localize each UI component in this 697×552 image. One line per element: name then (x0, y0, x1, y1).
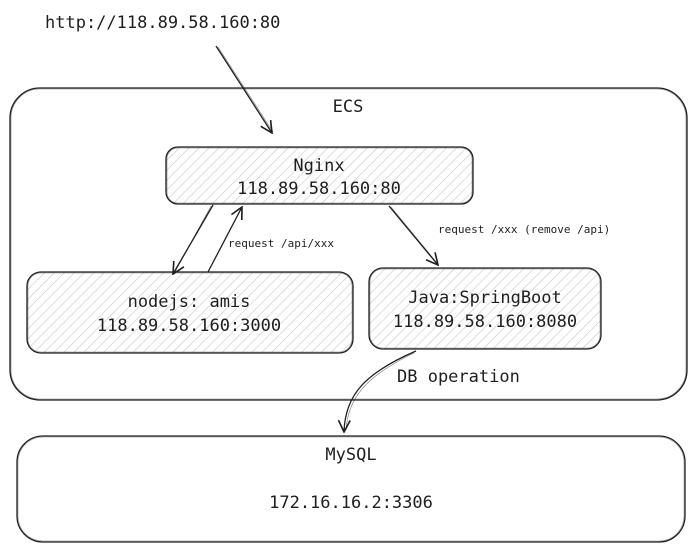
java-address: 118.89.58.160:8080 (393, 312, 577, 332)
ecs-container (9, 87, 688, 401)
entry-url: http://118.89.58.160:80 (45, 13, 280, 33)
nodejs-to-nginx-arrow (207, 207, 242, 273)
ecs-title: ECS (333, 97, 364, 117)
url-to-nginx-arrow (215, 45, 272, 133)
java-name: Java:SpringBoot (408, 288, 562, 308)
mysql-node: MySQL 172.16.16.2:3306 (16, 435, 686, 543)
nginx-address: 118.89.58.160:80 (237, 179, 401, 199)
java-node: Java:SpringBoot 118.89.58.160:8080 (368, 267, 602, 350)
nginx-to-java-label: request /xxx (remove /api) (438, 223, 610, 236)
nginx-node: Nginx 118.89.58.160:80 (165, 146, 474, 205)
nginx-to-java-arrow (388, 205, 438, 265)
java-to-mysql-arrow (344, 350, 417, 432)
nodejs-name: nodejs: amis (128, 292, 251, 312)
mysql-address: 172.16.16.2:3306 (269, 493, 433, 513)
nodejs-node: nodejs: amis 118.89.58.160:3000 (26, 271, 354, 354)
nodejs-to-nginx-label: request /api/xxx (228, 237, 334, 250)
db-operation-label: DB operation (397, 367, 520, 387)
mysql-name: MySQL (325, 445, 376, 465)
nginx-name: Nginx (293, 156, 344, 176)
nodejs-address: 118.89.58.160:3000 (97, 316, 281, 336)
